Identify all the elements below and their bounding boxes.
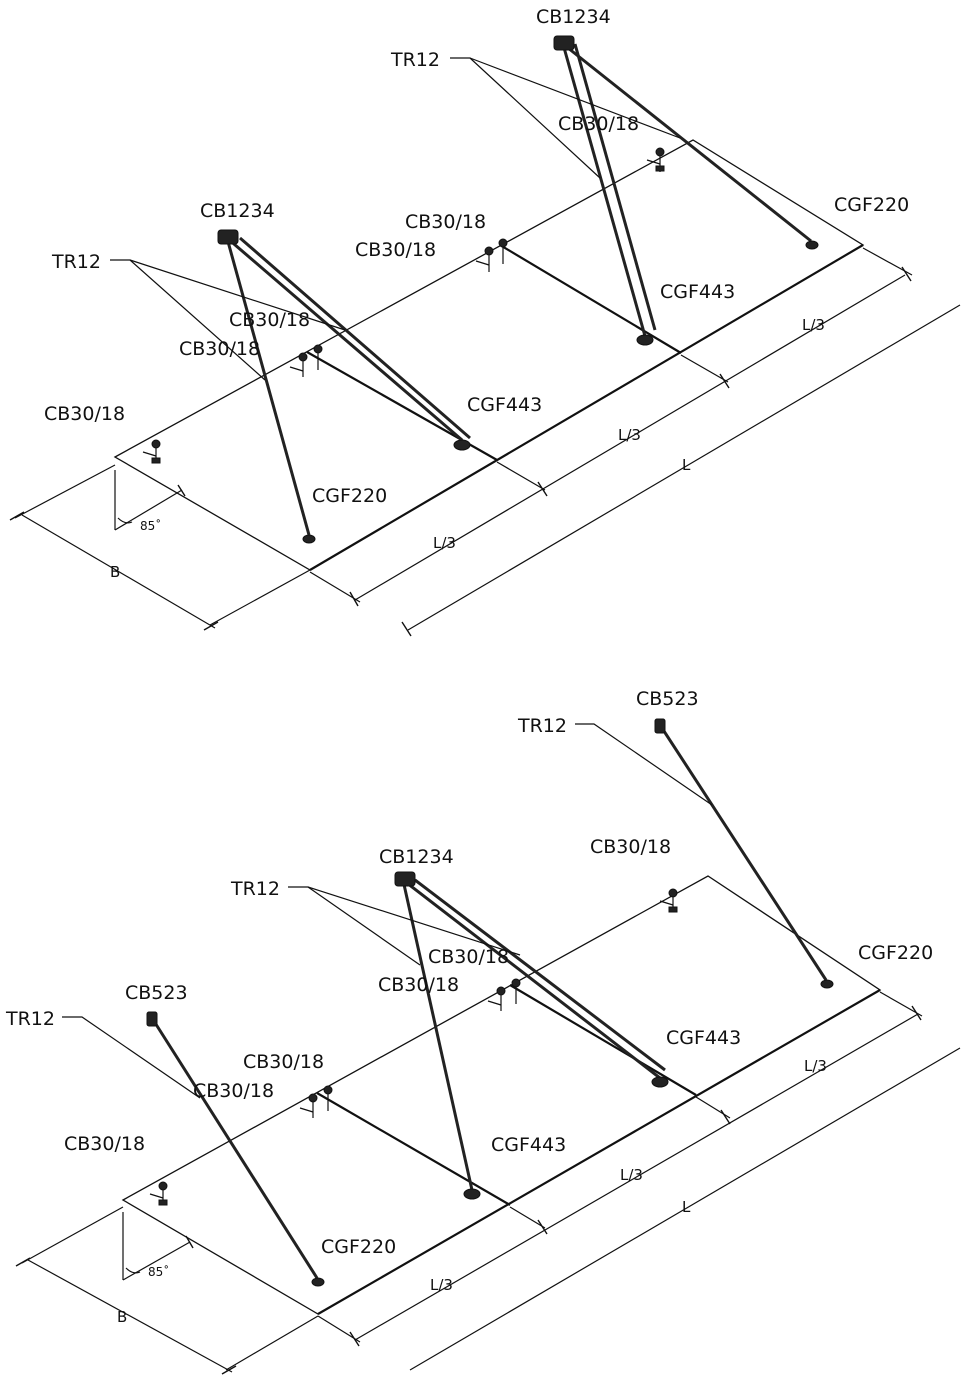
top-label-cgf443-left: CGF443 <box>467 394 542 416</box>
top-dim-l3-c: L/3 <box>433 534 456 552</box>
top-label-cgf220-right: CGF220 <box>834 194 909 216</box>
bottom-label-cb3018-corner: CB30/18 <box>64 1133 145 1155</box>
top-label-cb1234-left: CB1234 <box>200 200 275 222</box>
bottom-leader-tr12-left <box>62 1016 201 1099</box>
bottom-dim-l: L <box>682 1198 691 1216</box>
top-anchor-far <box>646 147 665 172</box>
top-right-cb1234-head <box>553 35 575 51</box>
bottom-label-tr12-left: TR12 <box>5 1008 55 1030</box>
top-dim-l3-a: L/3 <box>802 316 825 334</box>
bottom-label-tr12-right: TR12 <box>517 715 567 737</box>
bottom-label-cgf443-right: CGF443 <box>666 1027 741 1049</box>
top-label-cb3018-mid-a: CB30/18 <box>405 211 486 233</box>
top-left-cb1234-head <box>217 229 239 245</box>
top-label-cb3018-left-b: CB30/18 <box>179 338 260 360</box>
bottom-leader-tr12-mid <box>288 886 421 966</box>
top-dim-l: L <box>682 456 691 474</box>
top-diagram: CB1234 TR12 CB30/18 CGF220 CB1234 CB30/1… <box>9 6 961 637</box>
top-plate-bottom-edge <box>309 244 864 571</box>
bottom-anchor-joint1 <box>299 1085 333 1118</box>
bottom-label-cgf220-right: CGF220 <box>858 942 933 964</box>
top-dim-angle: 85˚ <box>140 518 161 533</box>
bottom-label-cb3018-left-b: CB30/18 <box>193 1080 274 1102</box>
bottom-label-cb1234: CB1234 <box>379 846 454 868</box>
bottom-mid-tripod <box>394 871 669 1200</box>
bottom-label-cb3018-mid-b: CB30/18 <box>378 974 459 996</box>
bottom-anchor-corner <box>149 1181 168 1206</box>
top-label-tr12-left: TR12 <box>51 251 101 273</box>
bottom-label-cb523-right: CB523 <box>636 688 699 710</box>
bottom-label-cb3018-mid-a: CB30/18 <box>428 946 509 968</box>
bottom-dim-l3-b: L/3 <box>620 1166 643 1184</box>
bottom-dim-l3-c: L/3 <box>430 1276 453 1294</box>
bottom-label-cb523-left: CB523 <box>125 982 188 1004</box>
top-label-cb3018-right-top: CB30/18 <box>558 113 639 135</box>
bottom-label-cgf443-left: CGF443 <box>491 1134 566 1156</box>
top-label-cb3018-mid-b: CB30/18 <box>355 239 436 261</box>
top-dim-l3-b: L/3 <box>618 426 641 444</box>
bottom-diagram: CB523 TR12 CB30/18 CGF220 CB1234 TR12 CB… <box>5 688 961 1375</box>
top-anchor-corner <box>142 439 161 464</box>
bottom-label-cb3018-right: CB30/18 <box>590 836 671 858</box>
bottom-panel-joint-1 <box>316 1092 511 1206</box>
bottom-label-tr12-mid: TR12 <box>230 878 280 900</box>
bottom-left-strut <box>146 1011 325 1287</box>
bottom-label-cgf220-left: CGF220 <box>321 1236 396 1258</box>
bottom-dim-angle: 85˚ <box>148 1264 169 1279</box>
top-label-cgf443-right: CGF443 <box>660 281 735 303</box>
top-anchor-joint2 <box>475 238 508 272</box>
top-panel-joint-2 <box>499 244 682 354</box>
bottom-dim-b: B <box>117 1308 127 1326</box>
top-left-tripod <box>217 229 471 544</box>
bottom-dimensions <box>15 991 961 1375</box>
bottom-anchor-joint2 <box>487 978 521 1011</box>
top-right-tripod <box>553 35 819 346</box>
top-label-cb1234-right: CB1234 <box>536 6 611 28</box>
bottom-plate-bottom-edge <box>317 989 881 1315</box>
bottom-right-strut <box>654 718 834 989</box>
bottom-dim-l3-a: L/3 <box>804 1057 827 1075</box>
top-label-tr12-right: TR12 <box>390 49 440 71</box>
bottom-anchor-far <box>659 888 678 913</box>
bottom-panel-joint-2 <box>509 984 697 1096</box>
top-dim-b: B <box>110 563 120 581</box>
top-label-cb3018-corner: CB30/18 <box>44 403 125 425</box>
top-anchor-joint1 <box>289 344 323 377</box>
bottom-leader-tr12-right <box>575 723 713 806</box>
bottom-label-cb3018-left-a: CB30/18 <box>243 1051 324 1073</box>
top-label-cgf220-left: CGF220 <box>312 485 387 507</box>
top-dimensions <box>9 247 961 637</box>
top-label-cb3018-left-a: CB30/18 <box>229 309 310 331</box>
